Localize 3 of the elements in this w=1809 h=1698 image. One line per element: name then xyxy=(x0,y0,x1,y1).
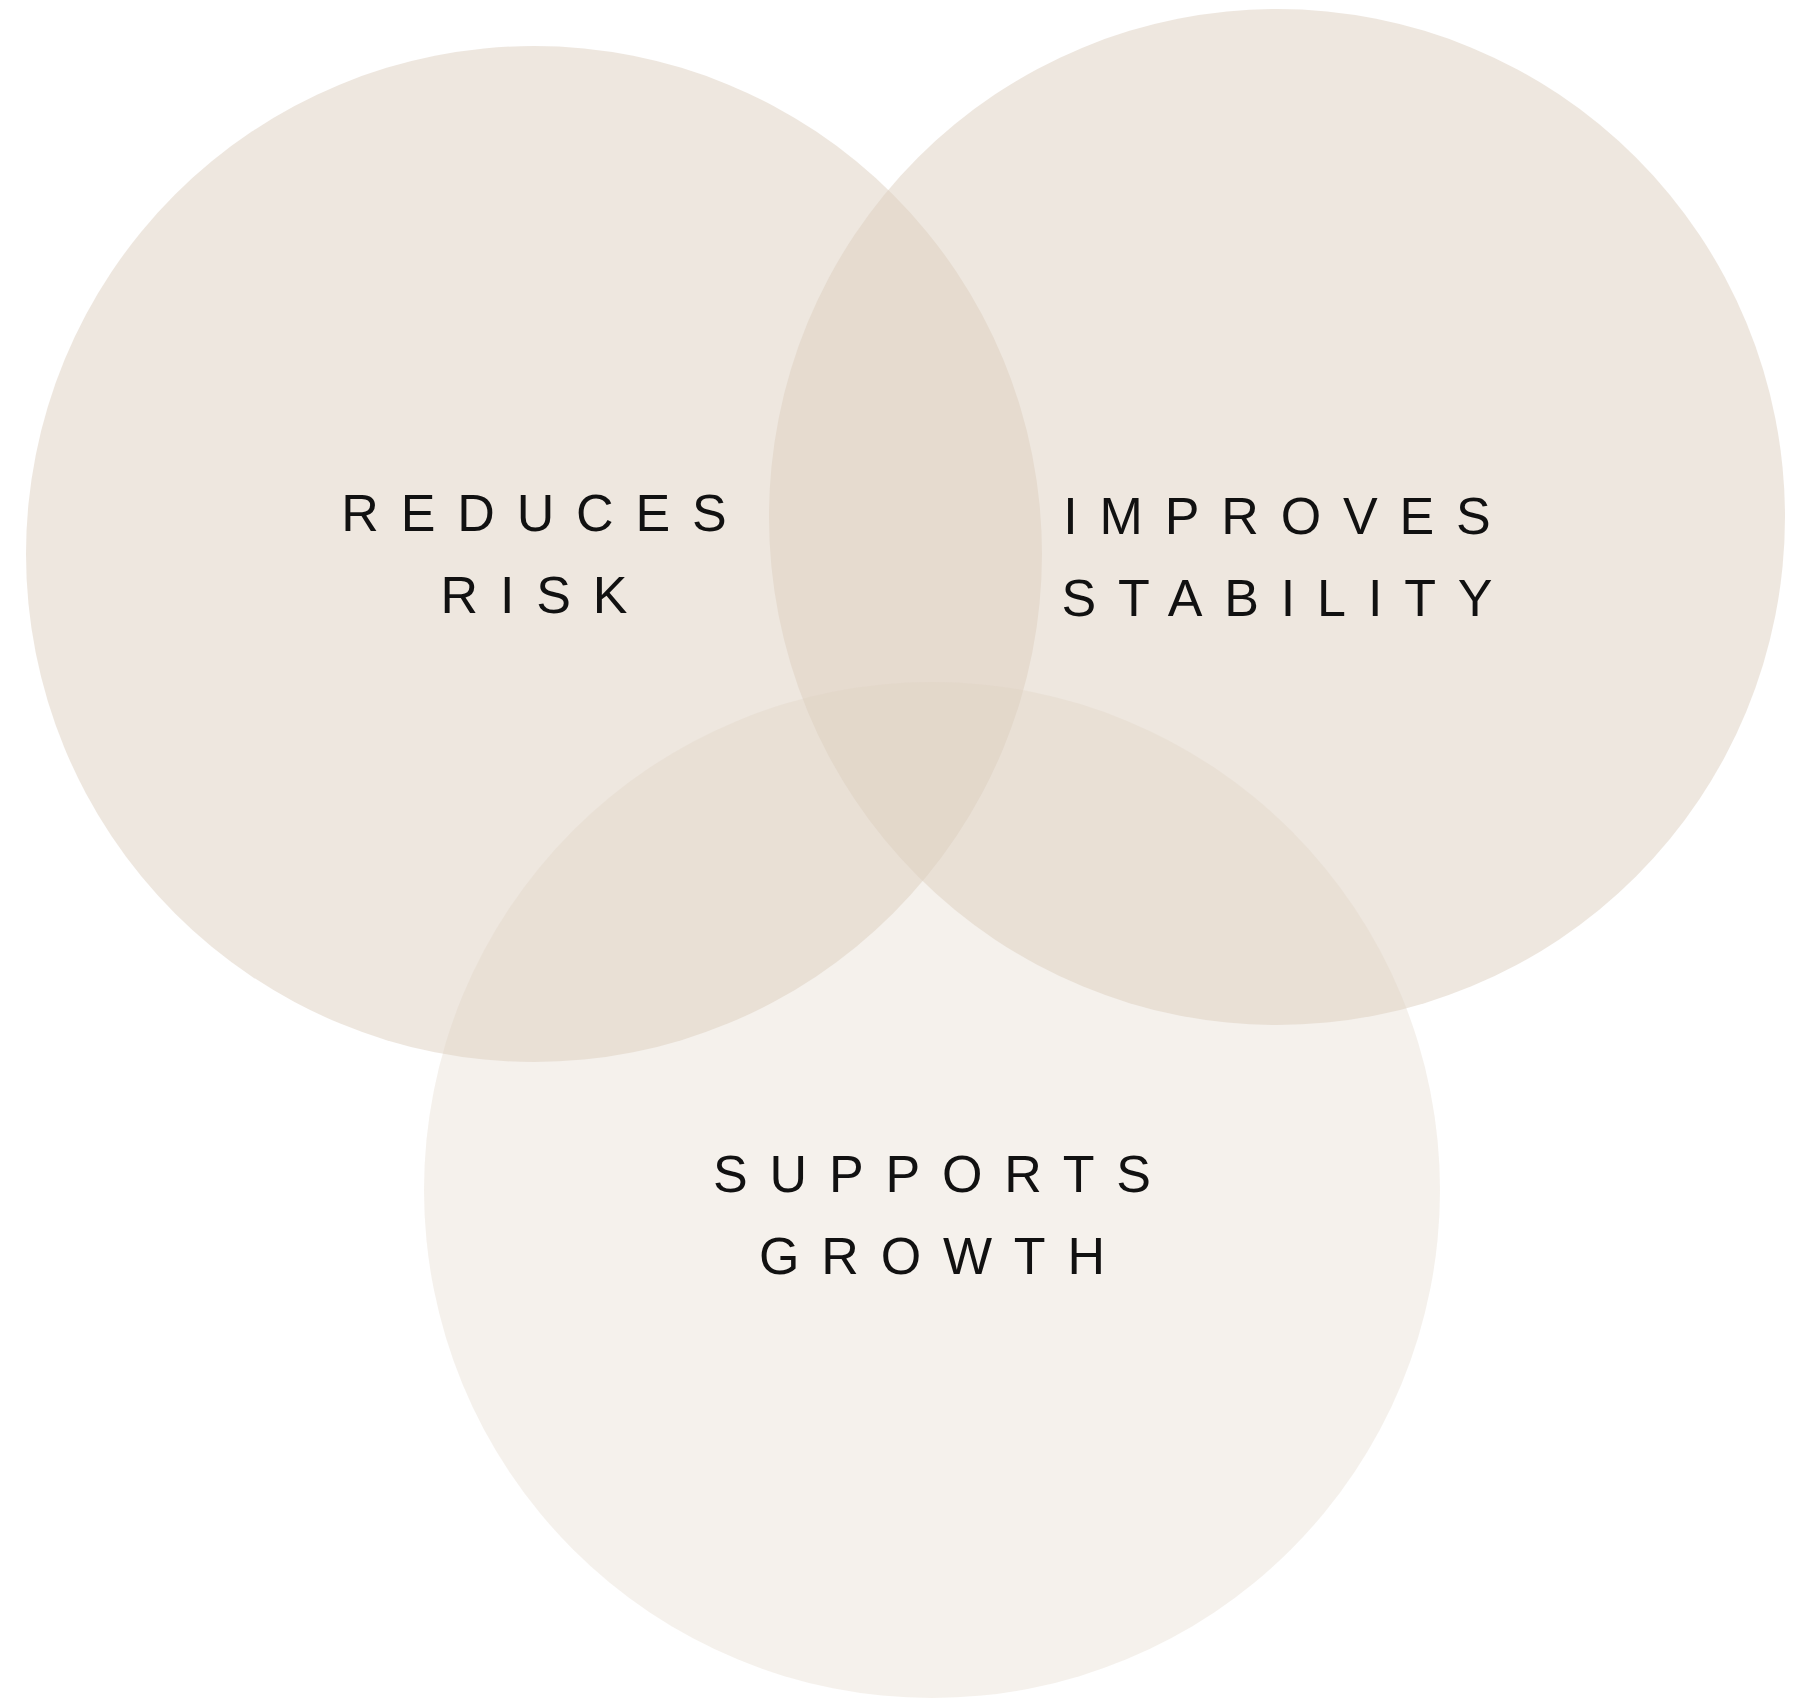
circle-label: REDUCES RISK xyxy=(340,483,750,626)
circle-label: IMPROVES STABILITY xyxy=(1060,486,1516,629)
circle-label: SUPPORTS GROWTH xyxy=(712,1144,1174,1287)
